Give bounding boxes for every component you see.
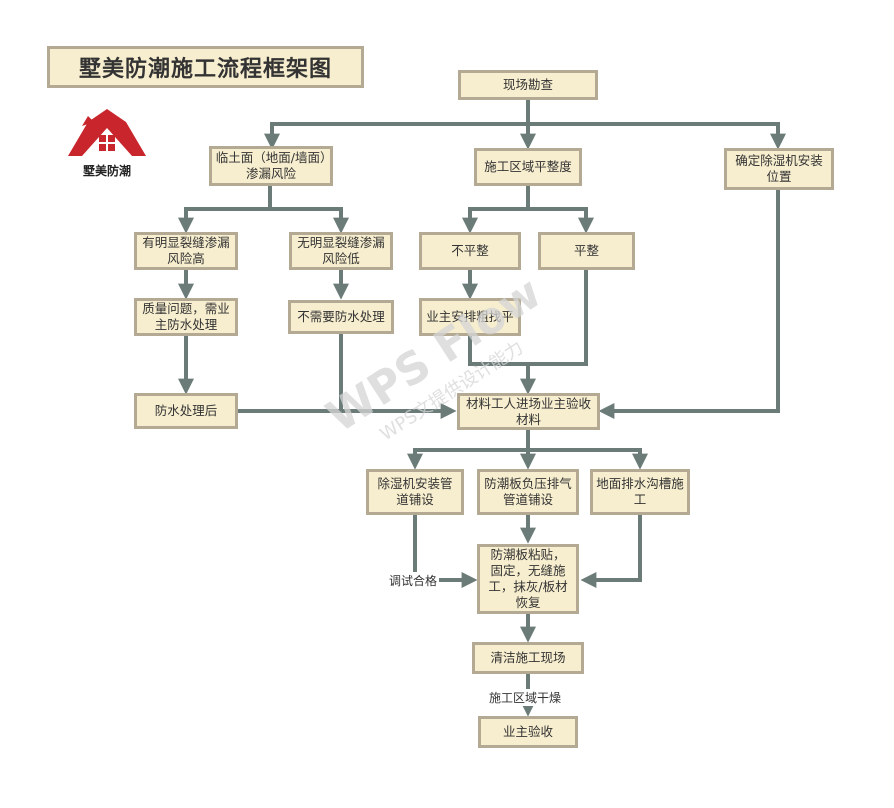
node-clean-site[interactable]: 清洁施工现场 <box>472 642 584 674</box>
node-ground-leak-risk[interactable]: 临土面（地面/墙面）渗漏风险 <box>209 146 333 186</box>
node-cracks-high-risk[interactable]: 有明显裂缝渗漏风险高 <box>134 232 238 270</box>
node-quality-issue[interactable]: 质量问题，需业主防水处理 <box>134 298 238 336</box>
node-owner-rough-leveling[interactable]: 业主安排粗找平 <box>419 298 521 336</box>
node-no-cracks-low-risk[interactable]: 无明显裂缝渗漏风险低 <box>289 232 393 270</box>
node-site-survey[interactable]: 现场勘查 <box>458 70 598 100</box>
edge-label-debug-pass: 调试合格 <box>387 572 440 589</box>
node-materials-workers-arrive[interactable]: 材料工人进场业主验收材料 <box>457 393 600 430</box>
node-uneven[interactable]: 不平整 <box>419 232 521 270</box>
node-area-flatness[interactable]: 施工区域平整度 <box>474 148 582 186</box>
node-even[interactable]: 平整 <box>538 232 635 270</box>
node-dehumidifier-install[interactable]: 除湿机安装管道铺设 <box>366 469 464 515</box>
node-no-waterproof-needed[interactable]: 不需要防水处理 <box>288 300 394 334</box>
node-board-pasting[interactable]: 防潮板粘贴，固定，无缝施工，抹灰/板材恢复 <box>477 544 579 614</box>
node-board-exhaust-pipes[interactable]: 防潮板负压排气管道铺设 <box>477 469 579 515</box>
edge-label-area-dry: 施工区域干燥 <box>487 689 564 706</box>
diagram-title: 墅美防潮施工流程框架图 <box>47 46 364 88</box>
logo-text: 墅美防潮 <box>82 164 131 178</box>
node-dehumidifier-position[interactable]: 确定除湿机安装位置 <box>724 148 834 190</box>
node-after-waterproofing[interactable]: 防水处理后 <box>134 393 238 429</box>
house-logo-icon <box>68 109 146 156</box>
node-drain-ditch[interactable]: 地面排水沟槽施工 <box>590 469 690 515</box>
node-owner-acceptance[interactable]: 业主验收 <box>478 716 578 748</box>
